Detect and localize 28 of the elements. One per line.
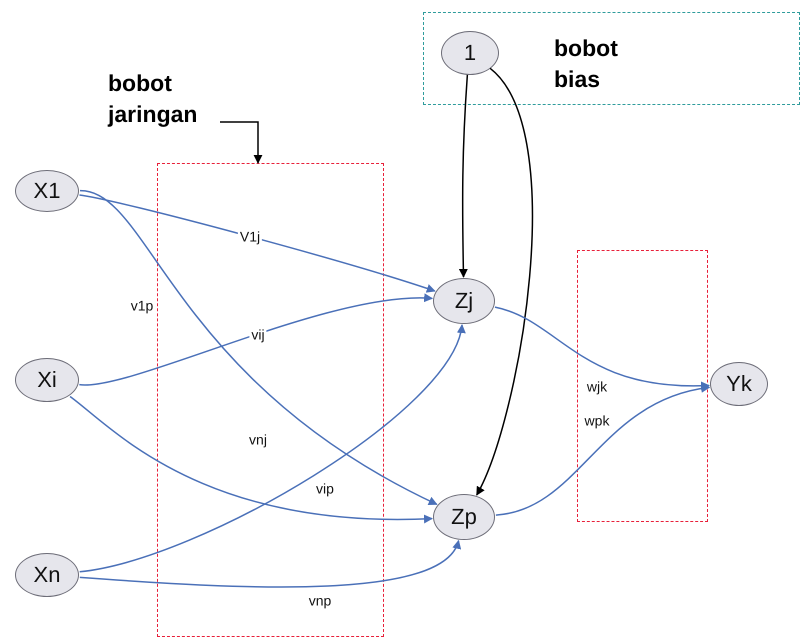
- neuron-node: 1: [441, 31, 499, 75]
- connection-arrow: [80, 190, 438, 505]
- connection-arrow: [79, 294, 434, 386]
- neuron-node: X1: [15, 170, 79, 212]
- edge-label: vij: [249, 327, 267, 343]
- edge-label: wjk: [584, 379, 610, 395]
- frame-title: bobot bias: [554, 34, 619, 94]
- edge-label: vip: [314, 481, 336, 497]
- edge-label: vnj: [247, 432, 269, 448]
- connection-arrow: [80, 324, 464, 573]
- connection-arrow: [494, 306, 710, 390]
- connection-arrow: [79, 194, 436, 293]
- connection-arrow: [70, 396, 433, 524]
- neuron-node: Xi: [15, 358, 79, 402]
- neuron-node: Xn: [15, 553, 79, 597]
- edge-label: V1j: [238, 229, 262, 245]
- connection-arrow: [476, 68, 533, 496]
- edge-label: wpk: [582, 413, 612, 429]
- neuron-node: Zj: [433, 278, 495, 324]
- neuron-node: Yk: [710, 362, 768, 406]
- edge-label: v1p: [128, 298, 156, 314]
- connection-arrow: [458, 74, 468, 278]
- leader-arrow: [220, 121, 262, 164]
- annotation-text: bobot jaringan: [108, 69, 198, 130]
- connection-arrow: [496, 384, 710, 516]
- neuron-node: Zp: [433, 494, 495, 540]
- connection-arrow: [80, 540, 460, 588]
- dashed-frame: [423, 12, 800, 105]
